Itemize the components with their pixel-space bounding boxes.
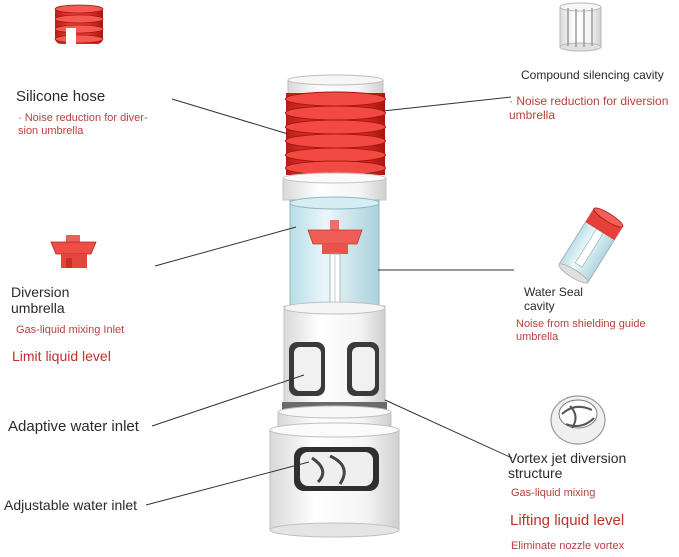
- label-vortex-2: structure: [508, 465, 563, 481]
- label-silicone-hose: Silicone hose: [16, 88, 106, 105]
- thumbnail-water-seal: [558, 207, 624, 284]
- top-cap: [287, 74, 384, 96]
- label-diversion-umbrella-1: Diversion: [11, 284, 70, 300]
- label-vortex-1: Vortex jet diversion: [508, 450, 627, 466]
- note-vortex: Gas-liquid mixing: [511, 487, 596, 499]
- note-water-seal-1: Noise from shielding guide: [516, 318, 646, 330]
- label-lifting-liquid-level: Lifting liquid level: [510, 512, 625, 529]
- label-compound-cavity: Compound silencing cavity: [521, 68, 664, 82]
- leader-silicone-hose: [171, 98, 289, 135]
- main-device: [269, 74, 400, 538]
- label-water-seal-2: cavity: [524, 299, 555, 313]
- thumbnail-red-umbrella: [50, 235, 97, 268]
- leader-compound-cavity: [382, 96, 512, 112]
- thumbnail-silencing-cavity: [559, 2, 602, 52]
- note-eliminate-vortex: Eliminate nozzle vortex: [511, 540, 625, 552]
- note-water-seal-2: umbrella: [516, 331, 559, 343]
- label-water-seal-1: Water Seal: [524, 285, 583, 299]
- note-silicone-hose-1: · Noise reduction for diver-: [18, 112, 148, 124]
- leader-lines: [145, 96, 514, 506]
- leader-vortex: [384, 399, 513, 459]
- inner-umbrella: [307, 220, 363, 307]
- leader-adaptive-inlet: [151, 374, 305, 427]
- label-adjustable-water-inlet: Adjustable water inlet: [4, 497, 138, 513]
- note-compound-cavity-2: umbrella: [509, 108, 556, 122]
- leader-adjustable-inlet: [145, 461, 310, 506]
- label-adaptive-water-inlet: Adaptive water inlet: [8, 418, 139, 435]
- thumbnail-vortex: [550, 395, 606, 445]
- note-compound-cavity-1: · Noise reduction for diversion: [509, 94, 669, 108]
- upper-collar: [282, 172, 387, 201]
- middle-section: [282, 301, 387, 412]
- silicone-hose-bellows: [285, 91, 386, 176]
- label-diversion-umbrella-2: umbrella: [11, 300, 65, 316]
- note-diversion-umbrella: Gas-liquid mixing Inlet: [16, 324, 125, 336]
- label-limit-liquid-level: Limit liquid level: [12, 348, 111, 364]
- leader-diversion-umbrella: [154, 226, 297, 267]
- note-silicone-hose-2: sion umbrella: [18, 125, 84, 137]
- lower-base: [269, 405, 400, 538]
- thumbnail-red-spring: [54, 4, 104, 46]
